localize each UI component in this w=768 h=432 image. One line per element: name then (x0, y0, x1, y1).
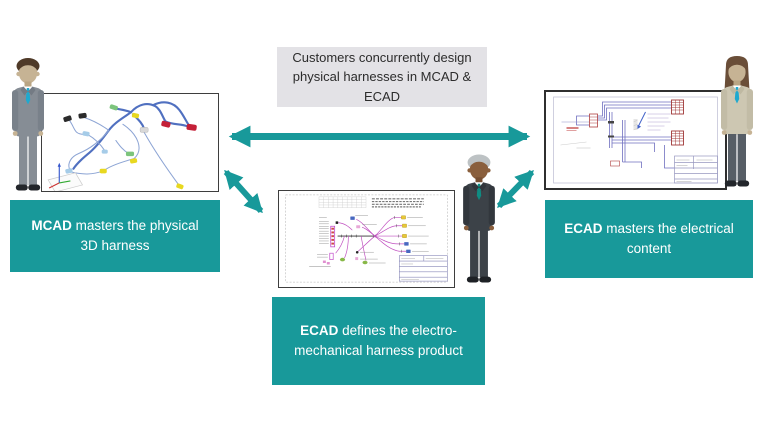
label-text: masters the physical (71, 218, 199, 234)
mcad-3d-harness-screenshot (41, 93, 219, 192)
label-line: mechanical harness product (294, 343, 463, 358)
label-line: MCAD masters the physical (10, 216, 220, 236)
ecad-schematic-screenshot (544, 90, 727, 190)
ecad-product-label-box: ECAD defines the electro- mechanical har… (272, 297, 485, 385)
mcad-label-box: MCAD masters the physical 3D harness (10, 200, 220, 272)
harness-product-engineer-illustration (463, 154, 495, 283)
note-box: Customers concurrently design physical h… (277, 47, 487, 107)
label-bold: ECAD (300, 323, 339, 339)
note-line: physical harnesses in MCAD & (292, 69, 472, 85)
schematic-title-block (674, 155, 718, 184)
ecad-engineer-figure (712, 55, 762, 192)
drawing-table-grid (318, 196, 367, 208)
label-line: content (626, 241, 672, 256)
label-bold: ECAD (564, 221, 603, 237)
ecad-engineer-illustration (721, 56, 753, 187)
ecad-harness-drawing-screenshot (278, 190, 455, 288)
schematic-annotations (560, 111, 671, 149)
schematic-connectors (589, 99, 684, 167)
ecad-harness-drawing-illustration (285, 194, 448, 283)
drawing-connectors (322, 215, 411, 265)
label-line: ECAD masters the electrical (545, 219, 753, 239)
label-line: ECAD defines the electro- (272, 321, 485, 341)
coordinate-triad-icon (47, 162, 84, 191)
mcad-engineer-figure (6, 56, 50, 196)
note-line: ECAD (363, 88, 401, 104)
ecad-electrical-label-box: ECAD masters the electrical content (545, 200, 753, 278)
label-line: 3D harness (80, 238, 150, 253)
drawing-text-block (371, 198, 424, 208)
mcad-to-harness-arrow (223, 169, 264, 214)
mcad-engineer-illustration (12, 58, 44, 191)
drawing-title-block (399, 255, 448, 282)
label-text: masters the electrical (602, 221, 734, 237)
ecad-schematic-illustration (553, 96, 718, 184)
ecad-to-harness-arrow (496, 169, 535, 209)
label-bold: MCAD (31, 218, 72, 234)
mcad-3d-harness-illustration (47, 101, 197, 191)
note-line: Customers concurrently design (292, 49, 472, 65)
harness-product-engineer-figure (455, 153, 503, 288)
harness-connectors (63, 104, 197, 190)
label-text: defines the electro- (338, 323, 457, 339)
